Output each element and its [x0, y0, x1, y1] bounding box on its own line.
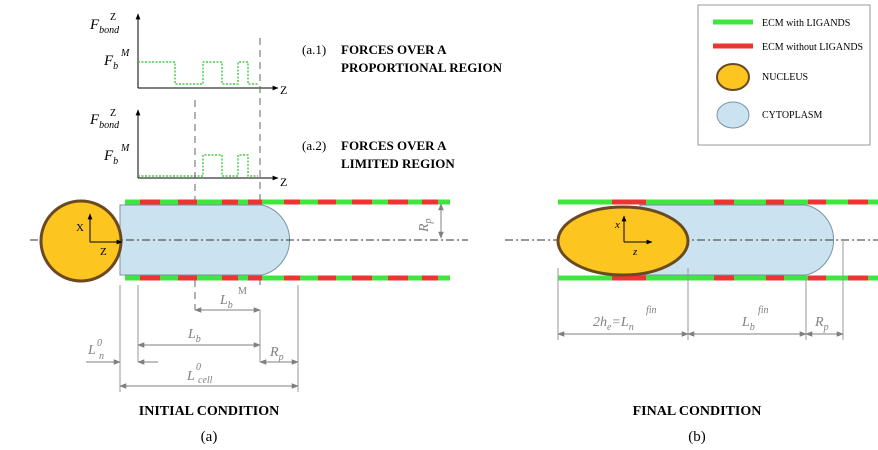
plot-a1-force-profile: [138, 61, 258, 85]
plot-a2-force-profile: [138, 154, 258, 177]
legend-label-ecm-without-ligands: ECM without LIGANDS: [762, 42, 863, 53]
plot-a1: Fbond Z Fb M Z (a.1) FORCES OVER A PROPO…: [89, 12, 503, 97]
final-he-sup: fin: [646, 305, 657, 316]
initial-rp-vertical-label: Rp: [417, 218, 434, 233]
final-rp-label: Rp: [814, 315, 829, 333]
plot-a2: Fbond Z Fb M Z (a.2) FORCES OVER A LIMIT…: [89, 108, 455, 189]
initial-ln0-sup: 0: [97, 338, 102, 349]
final-lbfin-label: Lb: [741, 315, 755, 333]
legend-swatch-nucleus: [716, 63, 750, 91]
initial-lcell-sup: 0: [196, 362, 201, 373]
legend-swatch-cytoplasm: [716, 101, 750, 129]
final-nucleus-x-label: x: [614, 219, 620, 231]
final-nucleus: [556, 205, 690, 277]
plot-a2-title-line1: FORCES OVER A: [341, 138, 447, 153]
plot-a2-level-label: Fb: [103, 148, 118, 167]
initial-lbm-sup: M: [238, 286, 247, 297]
initial-caption: INITIAL CONDITION: [139, 404, 279, 419]
plot-a2-tag: (a.2): [302, 138, 326, 153]
final-lbfin-sup: fin: [758, 305, 769, 316]
final-nucleus-z-label: z: [632, 246, 638, 258]
plot-a2-level-sup: M: [120, 143, 130, 154]
plot-a1-title-line1: FORCES OVER A: [341, 42, 447, 57]
plot-a2-title-line2: LIMITED REGION: [341, 156, 455, 171]
plot-a1-x-label: Z: [280, 83, 287, 97]
initial-lcell-sub: cell: [198, 375, 213, 386]
initial-nucleus-x-label: X: [76, 222, 84, 234]
final-he-label: 2he=Ln: [593, 315, 634, 333]
plot-a1-title-line2: PROPORTIONAL REGION: [341, 60, 503, 75]
plot-a2-x-label: Z: [280, 175, 287, 189]
initial-ln0-sub: n: [99, 351, 104, 362]
plot-a2-y-label: Fbond: [89, 112, 120, 131]
initial-condition: X Z Rp Lb M Lb Rp L 0 n L 0 cell INITIAL…: [30, 199, 468, 445]
initial-ln0-label: L: [87, 343, 96, 358]
initial-nucleus-z-label: Z: [100, 246, 107, 258]
plot-a1-level-label: Fb: [103, 53, 118, 72]
legend: ECM with LIGANDS ECM without LIGANDS NUC…: [697, 4, 871, 146]
initial-lbm-label: Lb: [219, 293, 233, 311]
final-panel-label: (b): [688, 429, 706, 445]
legend-label-cytoplasm: CYTOPLASM: [762, 110, 822, 121]
initial-cytoplasm: [119, 204, 291, 276]
initial-lb-label: Lb: [187, 327, 201, 345]
plot-a1-level-sup: M: [120, 48, 130, 59]
plot-a1-tag: (a.1): [302, 42, 326, 57]
legend-label-nucleus: NUCLEUS: [762, 72, 808, 83]
final-caption: FINAL CONDITION: [633, 404, 762, 419]
plot-a1-y-label-sup: Z: [110, 12, 116, 23]
initial-rp-horizontal-label: Rp: [269, 345, 284, 363]
legend-label-ecm-with-ligands: ECM with LIGANDS: [762, 18, 850, 29]
initial-nucleus: [39, 199, 123, 283]
plot-a1-y-label: Fbond: [89, 17, 120, 36]
final-condition: x z 2he=Ln fin Lb fin Rp FINAL CONDITION…: [505, 199, 878, 445]
plot-a2-y-label-sup: Z: [110, 108, 116, 119]
initial-lcell-label: L: [186, 369, 195, 384]
initial-panel-label: (a): [201, 429, 218, 445]
